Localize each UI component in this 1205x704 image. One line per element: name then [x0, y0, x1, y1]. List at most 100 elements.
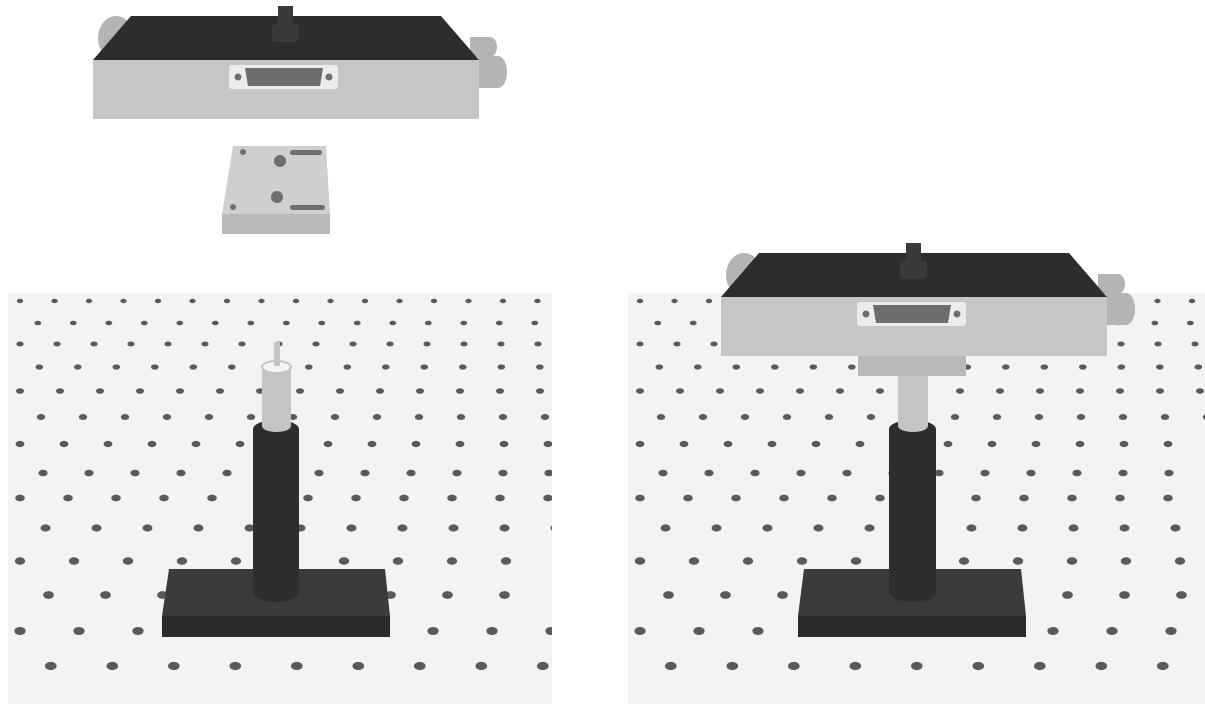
table-hole — [1076, 388, 1084, 394]
table-hole — [767, 440, 777, 448]
table-hole — [16, 341, 24, 347]
table-hole — [688, 557, 700, 565]
table-hole — [389, 320, 397, 326]
table-hole — [827, 494, 837, 502]
table-hole — [1017, 524, 1028, 532]
table-hole — [16, 298, 24, 304]
table-hole — [222, 469, 232, 477]
panel-assembled — [628, 243, 1205, 704]
table-hole — [1036, 388, 1044, 394]
table-hole — [1202, 414, 1205, 420]
table-hole — [740, 414, 750, 420]
table-hole — [106, 661, 119, 671]
table-hole — [346, 524, 357, 532]
table-hole — [459, 364, 467, 370]
table-hole — [296, 388, 304, 394]
table-hole — [987, 440, 997, 448]
table-hole — [796, 388, 804, 394]
table-hole — [796, 557, 808, 565]
table-hole — [105, 320, 113, 326]
table-hole — [950, 414, 960, 420]
table-hole — [934, 469, 944, 477]
table-hole — [1154, 298, 1161, 304]
dsub-connector — [245, 68, 323, 86]
table-hole — [499, 591, 510, 599]
table-hole — [660, 524, 671, 532]
post-right — [898, 374, 928, 432]
table-hole — [127, 341, 135, 347]
table-hole — [452, 469, 462, 477]
table-hole — [456, 388, 464, 394]
table-hole — [875, 494, 885, 502]
table-hole — [654, 320, 662, 326]
table-hole — [576, 388, 584, 394]
table-hole — [447, 494, 457, 502]
table-hole — [732, 364, 741, 370]
adapter-plate-top — [222, 146, 330, 214]
table-hole — [956, 388, 964, 394]
panel-disassembled — [8, 6, 584, 704]
table-hole — [396, 298, 403, 304]
table-hole — [16, 388, 24, 394]
table-hole — [656, 414, 666, 420]
table-hole — [540, 414, 550, 420]
table-hole — [824, 414, 834, 420]
table-hole — [537, 661, 549, 671]
table-hole — [486, 627, 498, 635]
table-hole — [85, 298, 93, 304]
table-hole — [497, 364, 506, 370]
right-side-knob-back — [1098, 274, 1125, 294]
table-hole — [238, 341, 246, 347]
table-hole — [229, 661, 242, 671]
table-hole — [59, 440, 69, 448]
table-hole — [353, 320, 361, 326]
table-hole — [1076, 414, 1086, 420]
table-hole — [1047, 627, 1059, 635]
table-hole — [291, 661, 303, 671]
table-hole — [84, 469, 94, 477]
table-hole — [673, 341, 681, 347]
base-front-face — [162, 616, 390, 637]
table-hole — [720, 591, 731, 599]
table-hole — [159, 494, 169, 502]
adapter-slot — [290, 150, 322, 155]
table-hole — [1034, 661, 1046, 671]
table-hole — [1068, 524, 1079, 532]
table-hole — [1026, 469, 1036, 477]
post-left — [261, 342, 292, 432]
table-hole — [460, 320, 468, 326]
table-hole — [543, 440, 552, 448]
table-hole — [756, 388, 764, 394]
table-hole — [636, 388, 644, 394]
table-hole — [1163, 494, 1173, 502]
table-hole — [1034, 414, 1044, 420]
table-hole — [665, 661, 677, 671]
table-hole — [1174, 557, 1186, 565]
table-hole — [497, 341, 505, 347]
post-holder-body — [253, 429, 299, 592]
table-hole — [446, 557, 458, 565]
table-hole — [634, 557, 646, 565]
table-hole — [556, 591, 567, 599]
table-hole — [43, 591, 54, 599]
table-hole — [1119, 440, 1129, 448]
post-holder-right — [889, 420, 936, 602]
device-housing-floating — [93, 6, 507, 119]
table-hole — [996, 388, 1004, 394]
table-hole — [420, 364, 429, 370]
table-hole — [1186, 320, 1194, 326]
table-hole — [635, 494, 645, 502]
table-hole — [111, 494, 121, 502]
table-hole — [813, 524, 824, 532]
table-hole — [726, 661, 739, 671]
table-hole — [314, 469, 324, 477]
table-hole — [162, 414, 172, 420]
table-hole — [911, 661, 923, 671]
table-hole — [704, 469, 714, 477]
table-hole — [376, 388, 384, 394]
table-hole — [1106, 627, 1118, 635]
table-hole — [1160, 414, 1170, 420]
table-hole — [15, 440, 25, 448]
table-hole — [142, 524, 153, 532]
table-hole — [1031, 440, 1041, 448]
